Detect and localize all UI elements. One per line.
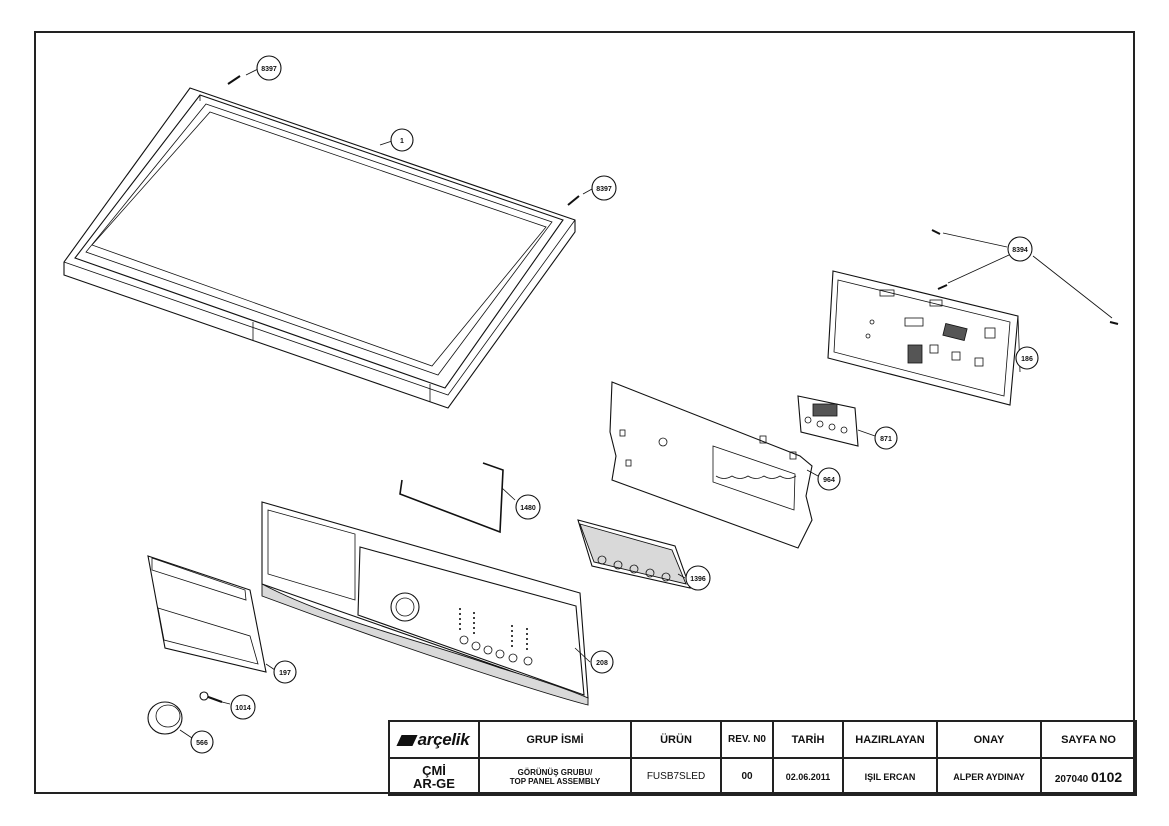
callout-871: 871: [874, 426, 898, 450]
screw-8397-top: [227, 68, 259, 85]
svg-text:8394: 8394: [1012, 247, 1028, 254]
header-hazirlayan: HAZIRLAYAN: [842, 720, 938, 759]
product-value: FUSB7SLED: [630, 757, 722, 796]
group-name-line-1: GÖRÜNÜŞ GRUBU/: [517, 767, 593, 777]
page-number-main: 0102: [1091, 768, 1123, 785]
svg-text:208: 208: [596, 660, 608, 667]
rev-no-value: 00: [720, 757, 774, 796]
date-value: 02.06.2011: [772, 757, 844, 796]
department-line-1: ÇMİ: [422, 762, 446, 778]
knob-part: [147, 701, 193, 739]
header-grup-ismi: GRUP İSMİ: [478, 720, 632, 759]
button-frame-part: [577, 519, 691, 589]
svg-text:566: 566: [196, 740, 208, 747]
top-panel-part: [63, 87, 576, 409]
logo-cell: arçelik: [388, 720, 480, 759]
screws-8394: [931, 229, 1119, 325]
svg-text:1: 1: [400, 138, 404, 145]
svg-text:197: 197: [279, 670, 291, 677]
screw-8397-right: [567, 188, 593, 206]
page-number-cell: 207040 0102: [1040, 757, 1137, 796]
page-number-prefix: 207040: [1054, 773, 1089, 785]
svg-text:186: 186: [1021, 356, 1033, 363]
callout-566: 566: [190, 730, 214, 754]
group-name-cell: GÖRÜNÜŞ GRUBU/ TOP PANEL ASSEMBLY: [478, 757, 632, 796]
electronic-board-part: [827, 270, 1021, 406]
callout-1: 1: [390, 128, 414, 152]
svg-text:1396: 1396: [690, 576, 706, 583]
arcelik-logo: arçelik: [396, 730, 470, 749]
title-block: arçelik GRUP İSMİ ÜRÜN REV. N0 TARİH HAZ…: [388, 720, 1137, 796]
svg-text:871: 871: [880, 436, 892, 443]
header-rev-no: REV. N0: [720, 720, 774, 759]
callout-208: 208: [590, 650, 614, 674]
department-line-2: AR-GE: [413, 775, 455, 791]
callout-1014: 1014: [230, 694, 256, 720]
svg-text:1014: 1014: [235, 705, 251, 712]
callout-1396: 1396: [685, 565, 711, 591]
drawer-handle-part: [147, 555, 276, 673]
insulation-sheet-part: [609, 381, 819, 549]
svg-text:1480: 1480: [520, 505, 536, 512]
callout-8397-right: 8397: [591, 175, 617, 201]
department-cell: ÇMİ AR-GE: [388, 757, 480, 796]
header-onay: ONAY: [936, 720, 1042, 759]
wire-rod-part: [399, 462, 516, 534]
prepared-by-value: IŞIL ERCAN: [842, 757, 938, 796]
callout-8397-top: 8397: [256, 55, 282, 81]
svg-text:8397: 8397: [261, 66, 277, 73]
control-panel-part: [261, 501, 591, 706]
display-holder-part: [797, 395, 876, 447]
header-sayfa-no: SAYFA NO: [1040, 720, 1137, 759]
callout-1480: 1480: [515, 494, 541, 520]
header-tarih: TARİH: [772, 720, 844, 759]
header-urun: ÜRÜN: [630, 720, 722, 759]
screw-1014-part: [199, 691, 231, 705]
callout-964: 964: [817, 467, 841, 491]
callout-8394: 8394: [1007, 236, 1033, 262]
svg-text:8397: 8397: [596, 186, 612, 193]
svg-text:964: 964: [823, 477, 835, 484]
group-name-line-2: TOP PANEL ASSEMBLY: [509, 776, 601, 786]
callout-197: 197: [273, 660, 297, 684]
callout-186: 186: [1015, 346, 1039, 370]
leader-1: [379, 140, 393, 146]
approved-by-value: ALPER AYDINAY: [936, 757, 1042, 796]
